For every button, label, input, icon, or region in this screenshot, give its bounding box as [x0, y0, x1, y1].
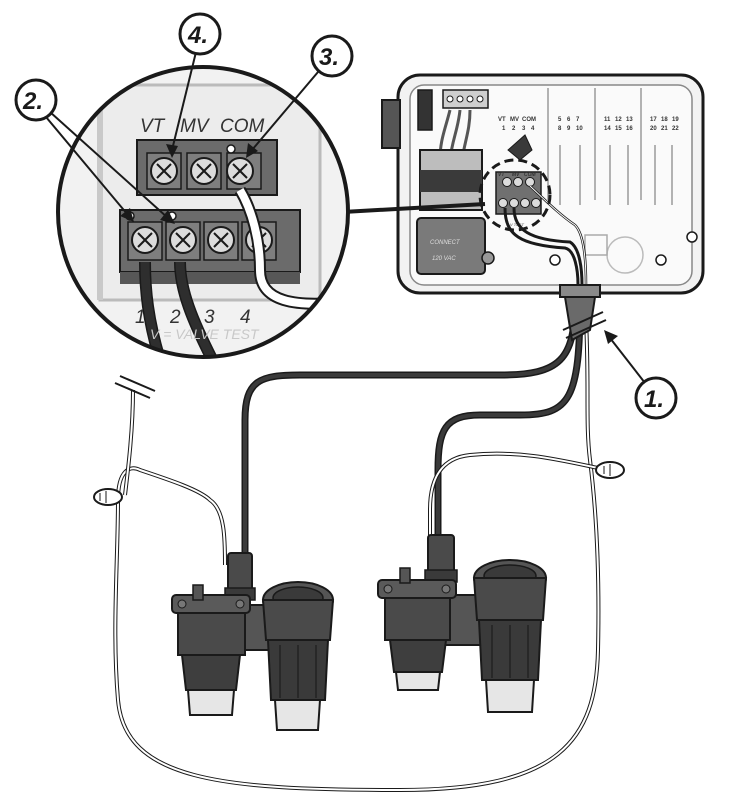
- svg-text:COM: COM: [524, 172, 537, 178]
- svg-text:20: 20: [650, 126, 657, 132]
- svg-text:18: 18: [661, 117, 668, 123]
- callout-2: 2.: [14, 78, 175, 224]
- svg-text:4.: 4.: [187, 22, 208, 49]
- station-labels: VT MV COM 1 2 3 4 5 6 7 8 9 10 11 12 13 …: [498, 117, 679, 132]
- voltage-label: 120 VAC: [432, 256, 456, 262]
- screw-station-1: [125, 211, 163, 261]
- svg-text:3.: 3.: [319, 44, 339, 71]
- svg-text:2.: 2.: [22, 88, 43, 115]
- field-wires: [113, 299, 601, 793]
- svg-text:3: 3: [522, 126, 526, 132]
- svg-text:21: 21: [661, 126, 668, 132]
- connect-label: CONNECT: [430, 240, 461, 246]
- screw-station-2: [165, 211, 201, 261]
- svg-text:13: 13: [626, 117, 633, 123]
- svg-text:12: 12: [615, 117, 622, 123]
- svg-text:19: 19: [672, 117, 679, 123]
- svg-text:5: 5: [558, 117, 562, 123]
- top-connector: [442, 89, 489, 109]
- valve-left: [171, 552, 335, 731]
- screw-mv: [186, 152, 222, 190]
- label-2: 2: [169, 307, 181, 328]
- svg-text:VT: VT: [498, 172, 505, 178]
- svg-text:MV: MV: [512, 172, 520, 178]
- svg-text:10: 10: [576, 126, 583, 132]
- svg-text:15: 15: [615, 126, 622, 132]
- conduit-fitting: [559, 284, 607, 342]
- ribbon-cable: [381, 99, 401, 149]
- svg-text:9: 9: [567, 126, 571, 132]
- wire-nut-right: [595, 461, 625, 479]
- magnified-view: VT MV COM 1 2 3 4 V = VALVE TEST: [56, 65, 350, 359]
- svg-text:22: 22: [672, 126, 679, 132]
- power-connect-box: [416, 217, 486, 275]
- svg-text:17: 17: [650, 117, 657, 123]
- callout-1: 1.: [604, 330, 678, 420]
- valve-test-legend: V = VALVE TEST: [150, 326, 260, 342]
- svg-text:7: 7: [576, 117, 580, 123]
- svg-text:2: 2: [512, 126, 516, 132]
- label-4: 4: [240, 307, 251, 328]
- svg-text:MV: MV: [510, 117, 519, 123]
- zoom-connector-line: [342, 202, 486, 214]
- callout-3: 3.: [246, 34, 354, 158]
- label-vt: VT: [140, 116, 166, 137]
- svg-text:1: 1: [502, 126, 506, 132]
- wire-nut-left: [93, 488, 123, 506]
- svg-text:16: 16: [626, 126, 633, 132]
- highlight-circle: [478, 158, 552, 232]
- screw-com: [226, 144, 262, 190]
- callout-4: 4.: [166, 12, 222, 158]
- valve-right: [377, 534, 548, 713]
- screw-vt: [146, 152, 182, 190]
- svg-text:VT: VT: [498, 117, 506, 123]
- label-com: COM: [220, 116, 265, 137]
- svg-text:1.: 1.: [644, 386, 664, 413]
- svg-text:8: 8: [558, 126, 562, 132]
- module-slots: [547, 88, 673, 205]
- label-1: 1: [135, 307, 146, 328]
- wire-to-left-valve: [241, 299, 579, 555]
- svg-text:COM: COM: [522, 117, 536, 123]
- svg-text:14: 14: [604, 126, 611, 132]
- screw-station-3: [203, 221, 239, 261]
- label-3: 3: [204, 307, 215, 328]
- irrigation-controller: CONNECT 120 VAC VT MV COM 1 2 3 4 5 6 7 …: [381, 73, 705, 342]
- svg-text:11: 11: [604, 117, 611, 123]
- svg-text:4: 4: [531, 126, 535, 132]
- svg-text:6: 6: [567, 117, 571, 123]
- label-mv: MV: [180, 116, 211, 137]
